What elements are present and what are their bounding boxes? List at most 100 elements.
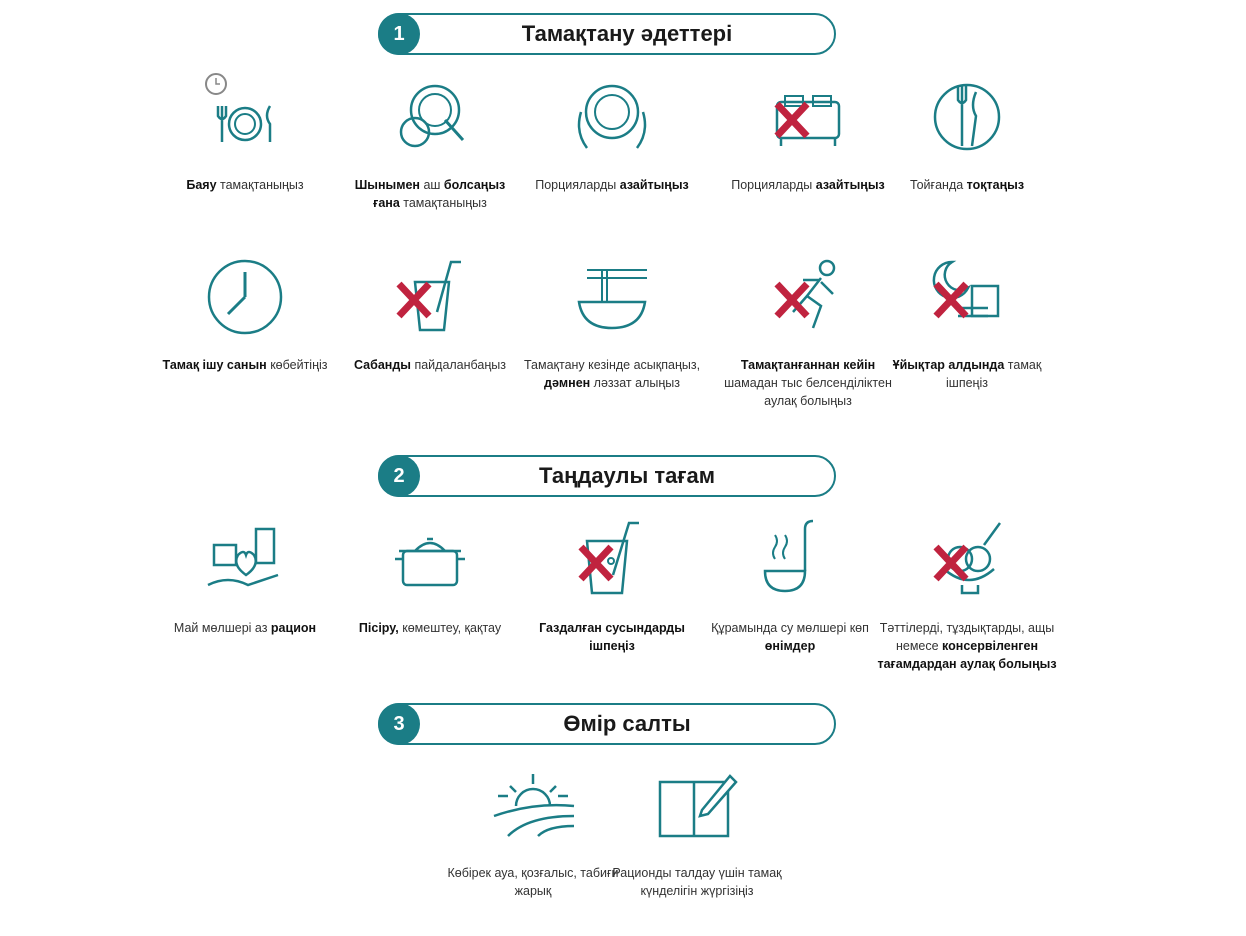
prohibited-cross-icon	[774, 281, 810, 319]
prohibited-cross-icon	[933, 281, 969, 319]
tip-caption: Тойғанда тоқтаңыз	[877, 176, 1057, 194]
soda-icon	[578, 521, 639, 595]
caption-text: Көбірек ауа, қозғалыс, табиғи жарық	[447, 866, 619, 898]
caption-text: Порцияларды	[731, 178, 816, 192]
tip-caption: Көбірек ауа, қозғалыс, табиғи жарық	[443, 864, 623, 900]
tip-item: Сабанды пайдаланбаңыз	[340, 252, 520, 374]
section-header-2: 2 Таңдаулы тағам	[378, 455, 836, 497]
caption-text: Пісіру,	[358, 621, 399, 635]
sunrise-field-icon	[493, 774, 575, 837]
tip-caption: Тәттілерді, тұздықтарды, ащы немесе конс…	[877, 619, 1057, 673]
tip-caption: Ұйықтар алдында тамақ ішпеңіз	[877, 356, 1057, 392]
caption-text: консервіленген тағамдардан аулақ болыңыз	[877, 639, 1057, 671]
caption-text: ләззат алыңыз	[590, 376, 680, 390]
caption-text: азайтыңыз	[815, 178, 885, 192]
noodle-bowl-icon	[577, 269, 647, 330]
tip-caption: Тамақтанғаннан кейін шамадан тыс белсенд…	[718, 356, 898, 410]
section-header-3: 3 Өмір салты	[378, 703, 836, 745]
tip-caption: Тамақ ішу санын көбейтіңіз	[155, 356, 335, 374]
section-header-1: 1 Тамақтану әдеттері	[378, 13, 836, 55]
caption-text: рацион	[270, 621, 317, 635]
tip-item: Тамақ ішу санын көбейтіңіз	[155, 252, 335, 374]
diary-pencil-icon	[658, 774, 738, 838]
section-title: Тамақтану әдеттері	[521, 21, 733, 46]
caption-text: дәмнен	[544, 376, 591, 390]
tip-item: Баяу тамақтаныңыз	[155, 72, 335, 194]
caption-text: шамадан тыс белсенділіктен аулақ болыңыз	[724, 376, 892, 408]
clock-icon	[207, 259, 283, 335]
tip-item: Шынымен аш болсаңыз ғана тамақтаныңыз	[340, 72, 520, 212]
running-man-icon	[774, 259, 836, 329]
caption-text: Рационды талдау үшін тамақ күнделігін жү…	[612, 866, 782, 898]
night-food-icon	[932, 260, 1000, 319]
caption-text: Тамақтанғаннан кейін	[740, 358, 876, 372]
tip-caption: Рационды талдау үшін тамақ күнделігін жү…	[607, 864, 787, 900]
tip-item: Көбірек ауа, қозғалыс, табиғи жарық	[443, 760, 623, 900]
caption-text: Порцияларды	[535, 178, 620, 192]
tip-item: Май мөлшері аз рацион	[155, 515, 335, 637]
caption-text: өнімдер	[764, 639, 816, 653]
tip-item: Газдалған сусындарды ішпеңіз	[522, 515, 702, 655]
section-number: 3	[378, 703, 420, 745]
caption-text: Ұйықтар алдында	[892, 358, 1005, 372]
prohibited-cross-icon	[933, 544, 969, 582]
caption-text: аш	[419, 178, 444, 192]
caption-text: Сабанды	[354, 358, 411, 372]
caption-text: көбейтіңіз	[266, 358, 328, 372]
caption-text: Май мөлшері аз	[173, 621, 271, 635]
caption-text: Құрамында су мөлшері көп	[711, 621, 869, 635]
tip-caption: Тамақтану кезінде асықпаңыз, дәмнен ләзз…	[522, 356, 702, 392]
caption-text: пайдаланбаңыз	[410, 358, 506, 372]
caption-text: азайтыңыз	[619, 178, 689, 192]
clock-plate-icon	[205, 73, 272, 142]
caption-text: тоқтаңыз	[966, 178, 1025, 192]
prohibited-cross-icon	[396, 281, 432, 319]
caption-text: Тамақ ішу	[162, 358, 227, 372]
tip-caption: Май мөлшері аз рацион	[155, 619, 335, 637]
caption-text: Газдалған сусындарды ішпеңіз	[539, 621, 685, 653]
caption-text: Баяу	[186, 178, 217, 192]
tip-caption: Газдалған сусындарды ішпеңіз	[522, 619, 702, 655]
tip-caption: Сабанды пайдаланбаңыз	[340, 356, 520, 374]
caption-text: тамақ ішпеңіз	[946, 358, 1042, 390]
section-title: Таңдаулы тағам	[538, 463, 716, 488]
tip-caption: Пісіру, көмештеу, қақтау	[340, 619, 520, 637]
section-number: 2	[378, 455, 420, 497]
caption-text: тамақтаныңыз	[399, 196, 487, 210]
hands-plate-icon	[577, 84, 647, 149]
glass-straw-icon	[396, 260, 461, 332]
tip-item: Тамақтану кезінде асықпаңыз, дәмнен ләзз…	[522, 252, 702, 392]
healthy-food-hand-icon	[207, 527, 279, 587]
caption-text: тамақтаныңыз	[216, 178, 304, 192]
tip-item: Пісіру, көмештеу, қақтау	[340, 515, 520, 637]
caption-text: Тамақтану кезінде асықпаңыз,	[523, 358, 701, 372]
section-title: Өмір салты	[563, 711, 691, 736]
tip-item: Порцияларды азайтыңыз	[522, 72, 702, 194]
tip-item: Тамақтанғаннан кейін шамадан тыс белсенд…	[718, 252, 898, 410]
tip-item: Рационды талдау үшін тамақ күнделігін жү…	[607, 760, 787, 900]
tip-item: Тойғанда тоқтаңыз	[877, 72, 1057, 194]
caption-text: санын	[226, 358, 267, 372]
prohibited-cross-icon	[774, 101, 810, 139]
prohibited-cross-icon	[578, 544, 614, 582]
caption-text: Тәттілерді, тұздықтарды, ащы немесе	[879, 621, 1055, 653]
ladle-icon	[763, 519, 814, 593]
ice-cream-icon	[933, 522, 1002, 595]
hungry-child-icon	[399, 84, 465, 148]
tip-item: Құрамында су мөлшері көп өнімдер	[700, 515, 880, 655]
tip-caption: Құрамында су мөлшері көп өнімдер	[700, 619, 880, 655]
caption-text: болсаңыз ғана	[373, 178, 506, 210]
tip-caption: Порцияларды азайтыңыз	[718, 176, 898, 194]
tip-caption: Шынымен аш болсаңыз ғана тамақтаныңыз	[340, 176, 520, 212]
caption-text: Тойғанда	[909, 178, 967, 192]
caption-text: Шынымен	[354, 178, 420, 192]
section-number: 1	[378, 13, 420, 55]
pot-icon	[395, 537, 465, 587]
bed-icon	[774, 95, 841, 146]
tip-caption: Баяу тамақтаныңыз	[155, 176, 335, 194]
tip-item: Порцияларды азайтыңыз	[718, 72, 898, 194]
caption-text: көмештеу, қақтау	[398, 621, 502, 635]
clock-cutlery-icon	[933, 83, 1001, 151]
tip-item: Тәттілерді, тұздықтарды, ащы немесе конс…	[877, 515, 1057, 673]
tip-caption: Порцияларды азайтыңыз	[522, 176, 702, 194]
